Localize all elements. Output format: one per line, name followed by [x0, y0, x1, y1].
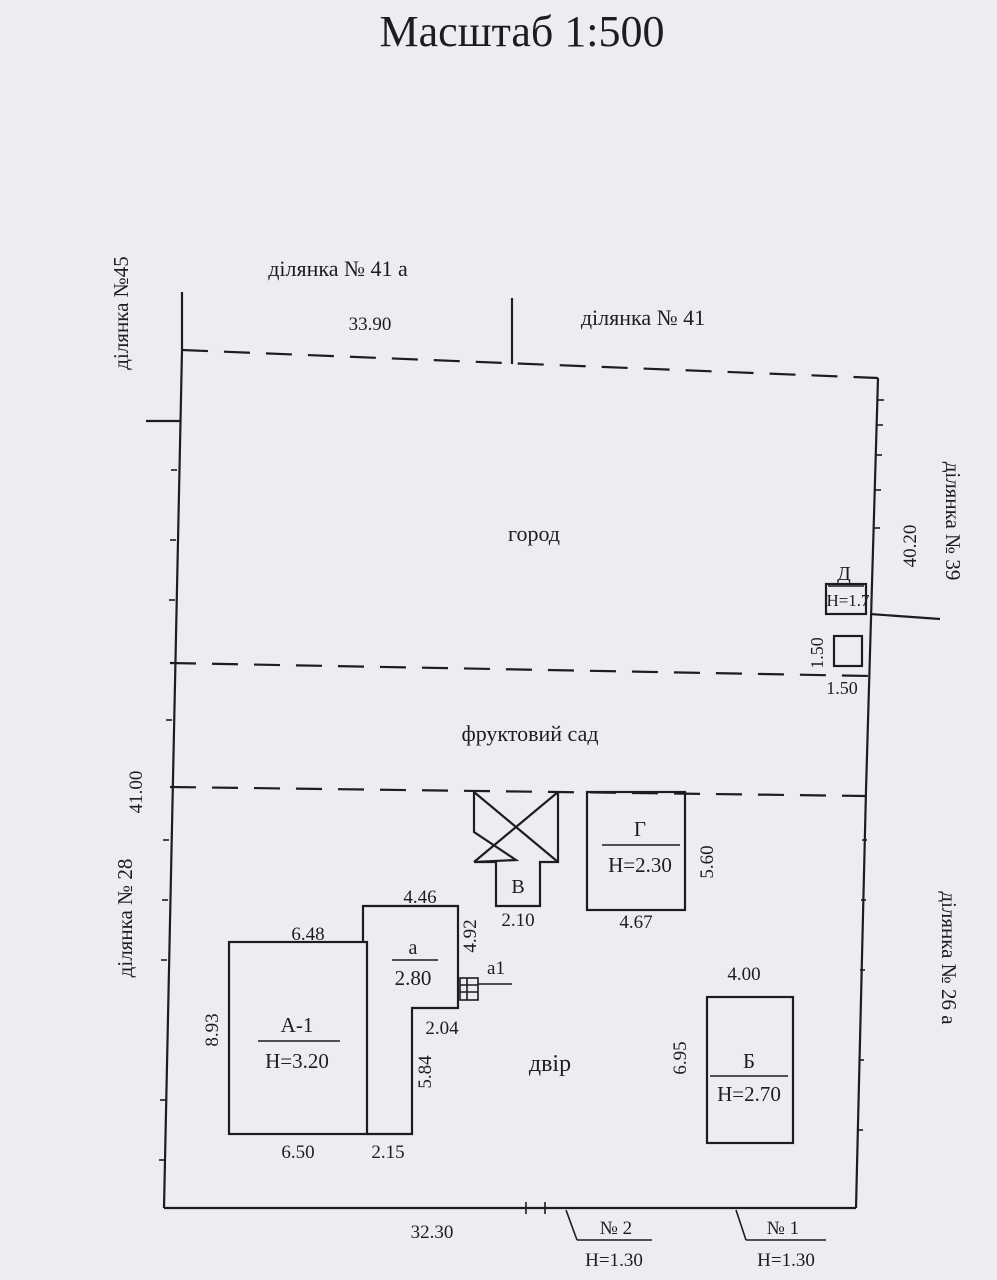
building-v-name: В — [511, 876, 524, 898]
building-a-name: а — [409, 937, 418, 959]
building-g: Г Н=2.30 5.60 4.67 — [585, 790, 718, 933]
dim-a-right: 4.92 — [460, 919, 481, 952]
scale-title: Масштаб 1:500 — [380, 7, 665, 56]
plot-boundary — [146, 292, 941, 1214]
dim-east: 40.20 — [900, 525, 921, 568]
dim-south: 32.30 — [411, 1222, 454, 1243]
building-b: Б Н=2.70 4.00 6.95 — [670, 964, 795, 1145]
dim-a1-left: 8.93 — [202, 1013, 223, 1046]
building-a1: А-1 Н=3.20 6.48 8.93 6.50 — [202, 924, 369, 1163]
divider-garden-orchard — [169, 661, 871, 678]
neighbor-west-top: ділянка №45 — [109, 256, 133, 369]
dim-west: 41.00 — [126, 771, 147, 814]
building-a: а 2.80 4.46 4.92 2.04 5.84 2.15 — [361, 887, 481, 1163]
building-b-name: Б — [743, 1049, 755, 1073]
dim-a-low-right: 5.84 — [415, 1055, 436, 1089]
dim-d-side: 1.50 — [807, 637, 827, 669]
building-b-height: Н=2.70 — [717, 1082, 781, 1106]
dim-v-bottom: 2.10 — [501, 910, 534, 931]
dim-a1-bottom: 6.50 — [281, 1142, 314, 1163]
zone-garden-label: город — [508, 521, 560, 546]
fence-2-height: Н=1.30 — [585, 1250, 643, 1271]
dim-g-bottom: 4.67 — [619, 912, 652, 933]
building-a1-height: Н=3.20 — [265, 1049, 329, 1073]
neighbor-east-bottom: ділянка № 26 а — [937, 891, 961, 1025]
dim-g-right: 5.60 — [697, 845, 718, 878]
dim-a-step: 2.04 — [425, 1018, 459, 1039]
zone-yard-label: двір — [529, 1051, 571, 1077]
building-d-name: Д — [837, 563, 851, 585]
dim-a-top: 4.46 — [403, 887, 436, 908]
fence-2-name: № 2 — [600, 1218, 632, 1239]
building-a-height: 2.80 — [395, 966, 432, 990]
building-v: В 2.10 — [472, 791, 560, 931]
neighbor-east-top: ділянка № 39 — [941, 462, 965, 581]
neighbor-north-right: ділянка № 41 — [581, 305, 705, 330]
dim-d-bottom: 1.50 — [826, 678, 858, 698]
fence-1-height: Н=1.30 — [757, 1250, 815, 1271]
fence-1-name: № 1 — [767, 1218, 799, 1239]
divider-orchard-yard — [169, 785, 867, 798]
porch-a1: а1 — [459, 958, 512, 1001]
dim-b-top: 4.00 — [727, 964, 760, 985]
porch-a1-label: а1 — [487, 958, 505, 979]
dim-north: 33.90 — [349, 314, 392, 335]
building-g-name: Г — [634, 817, 646, 841]
fence-2: № 2 Н=1.30 — [565, 1209, 652, 1271]
building-d: Д Н=1.7 1.50 1.50 — [807, 563, 870, 698]
dim-b-left: 6.95 — [670, 1041, 691, 1074]
dim-a-bottom: 2.15 — [371, 1142, 404, 1163]
building-a1-name: А-1 — [281, 1013, 314, 1037]
neighbor-north-left: ділянка № 41 а — [268, 256, 408, 281]
neighbor-west-bottom: ділянка № 28 — [113, 859, 137, 978]
building-g-height: Н=2.30 — [608, 853, 672, 877]
building-d-height: Н=1.7 — [826, 591, 870, 610]
zone-orchard-label: фруктовий сад — [461, 721, 598, 746]
fence-1: № 1 Н=1.30 — [735, 1209, 826, 1271]
dim-a1-top: 6.48 — [291, 924, 324, 945]
